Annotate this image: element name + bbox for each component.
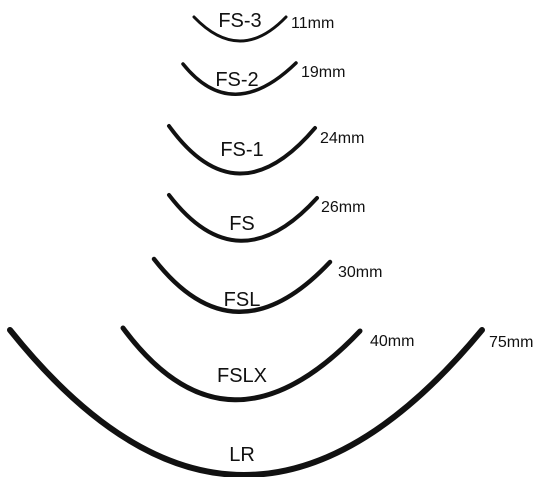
needle-fs: FS 26mm xyxy=(167,193,365,243)
needle-fslx-name: FSLX xyxy=(217,365,267,387)
needle-fsl-size: 30mm xyxy=(338,264,382,281)
needle-fs-3-arc xyxy=(192,15,288,43)
needle-fs-size: 26mm xyxy=(321,199,365,216)
needle-fs-2-arc xyxy=(181,61,298,96)
needle-fsl-arc xyxy=(151,256,333,314)
needle-fs-2-name: FS-2 xyxy=(215,69,258,91)
needle-fs-3: FS-3 11mm xyxy=(192,10,334,43)
needle-lr-arc xyxy=(7,327,485,477)
needle-lr-name: LR xyxy=(229,444,255,466)
needle-fs-3-size: 11mm xyxy=(291,15,334,32)
needle-fs-2-size: 19mm xyxy=(301,64,345,81)
needle-lr-size: 75mm xyxy=(489,334,533,351)
needle-fsl: FSL 30mm xyxy=(151,256,382,314)
needle-fslx-size: 40mm xyxy=(370,333,414,350)
needle-fslx-arc xyxy=(120,325,363,403)
needle-fs-3-name: FS-3 xyxy=(218,10,261,32)
needle-fs-1-name: FS-1 xyxy=(220,139,263,161)
needle-fs-1-arc xyxy=(167,124,317,176)
needle-fsl-name: FSL xyxy=(224,289,261,311)
needle-fs-1-size: 24mm xyxy=(320,130,364,147)
needle-fslx: FSLX 40mm xyxy=(120,325,414,403)
needle-fs-arc xyxy=(167,193,319,243)
needle-lr: LR 75mm xyxy=(7,327,533,477)
needle-fs-name: FS xyxy=(229,213,255,235)
needle-fs-2: FS-2 19mm xyxy=(181,61,345,96)
needle-fs-1: FS-1 24mm xyxy=(167,124,364,176)
